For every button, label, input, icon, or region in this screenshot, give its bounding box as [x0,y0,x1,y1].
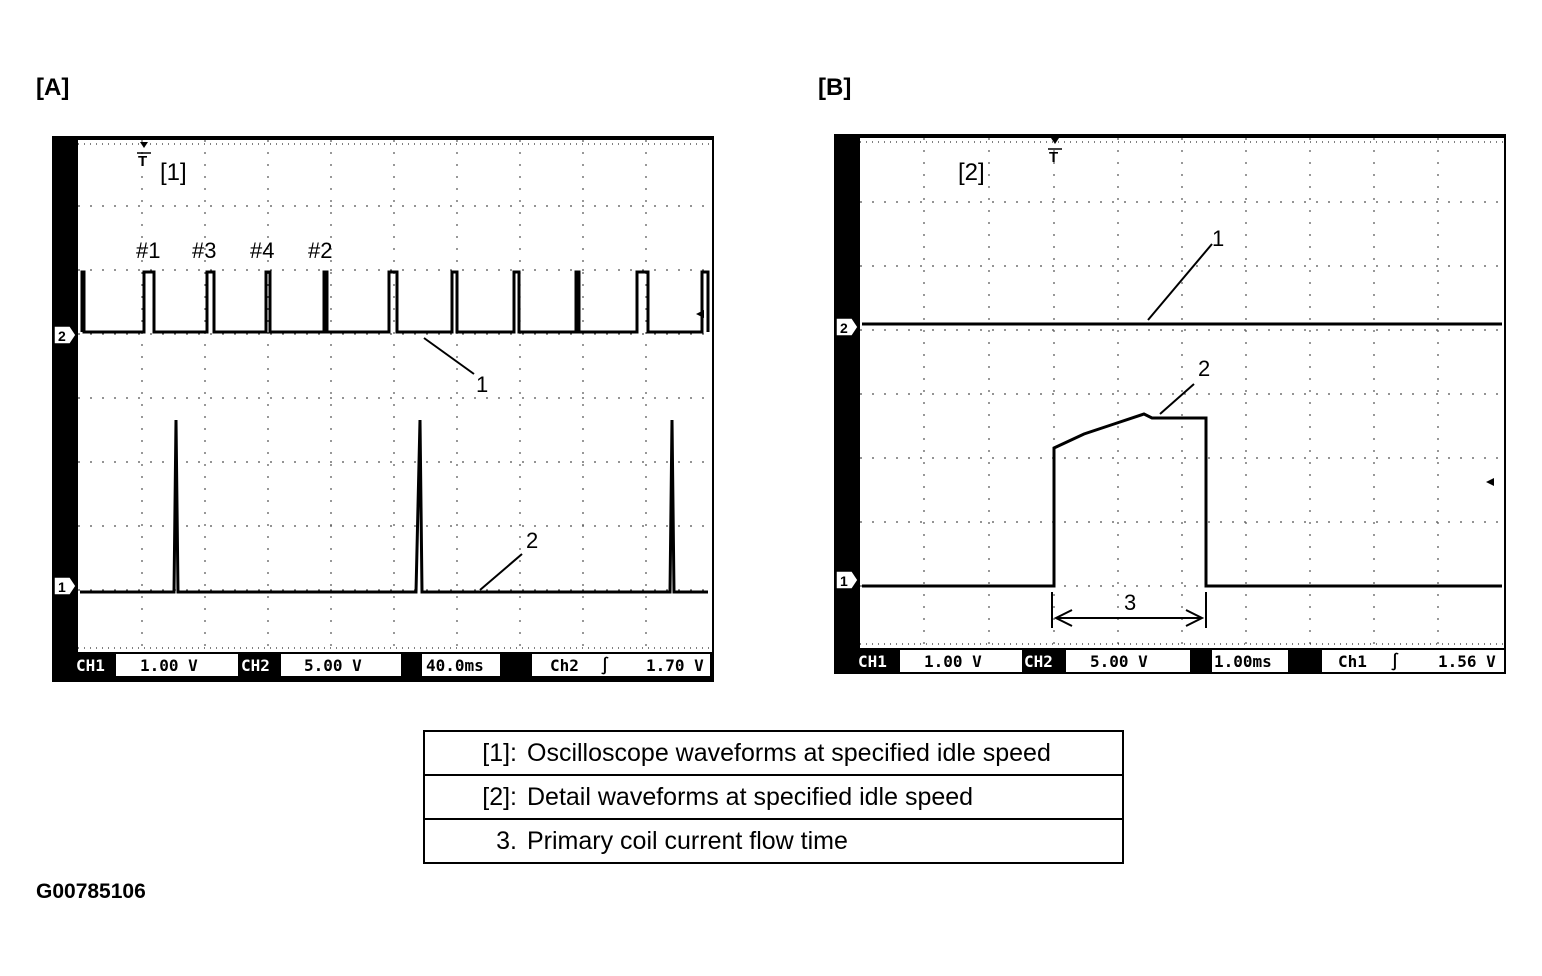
callout-leader [1147,243,1213,321]
legend-row: [1]: Oscilloscope waveforms at specified… [425,732,1122,776]
level-marker-icon [1486,478,1494,486]
ch1-value: 1.00 V [924,652,982,671]
timebase: 1.00ms [1214,652,1272,671]
ch1-label: CH1 [76,656,105,675]
trigger-slope-icon: ∫ [600,656,610,675]
timebase: 40.0ms [426,656,484,675]
scope-a-tag: [1] [160,159,187,186]
ch1-label: CH1 [858,652,887,671]
oscilloscope-a: T [1] #1 #3 #4 #2 1 2 2 1 CH1 1.00 V CH2… [52,136,714,682]
channel-marker-2: 2 [835,317,859,337]
trigger-source: Ch1 [1338,652,1367,671]
trace-callout-2: 2 [1198,356,1210,381]
callout-leader [479,553,523,591]
level-marker-icon [696,310,704,318]
trace-ch1 [862,412,1502,588]
ch2-label: CH2 [241,656,270,675]
svg-text:1: 1 [58,579,66,595]
ch2-value: 5.00 V [1090,652,1148,671]
dimension-arrow [1051,592,1207,628]
scope-a-screen [78,140,712,652]
svg-text:T: T [1049,149,1058,166]
channel-marker-1: 1 [835,570,859,590]
dimension-label: 3 [1124,590,1136,615]
trigger-icon: T [1048,138,1062,166]
trigger-source: Ch2 [550,656,579,675]
trace-callout-2: 2 [526,528,538,553]
legend-key: [2]: [482,782,517,811]
svg-text:2: 2 [58,328,66,344]
scope-a-border-ticks [78,143,712,649]
cylinder-label: #3 [192,238,216,263]
trace-callout-1: 1 [1212,226,1224,251]
trace-ch1 [80,419,708,594]
trigger-slope-icon: ∫ [1390,652,1400,671]
ch1-value: 1.00 V [140,656,198,675]
legend-key: 3. [496,826,517,855]
svg-text:T: T [138,153,147,170]
scope-b-grid [860,138,1504,648]
callout-leader [1159,383,1195,415]
trace-ch2 [80,270,710,334]
trigger-level: 1.70 V [646,656,704,675]
figure-id: G00785106 [36,880,146,903]
legend-row: [2]: Detail waveforms at specified idle … [425,776,1122,820]
legend-text: Oscilloscope waveforms at specified idle… [527,738,1051,767]
cylinder-label: #2 [308,238,332,263]
channel-marker-1: 1 [53,576,77,596]
channel-marker-2: 2 [53,325,77,345]
scope-a-status-bar: CH1 1.00 V CH2 5.00 V 40.0ms Ch2 ∫ 1.70 … [76,654,710,676]
cylinder-label: #1 [136,238,160,263]
scope-a-grid [78,140,712,652]
svg-text:1: 1 [840,573,848,589]
trace-callout-1: 1 [476,372,488,397]
legend-text: Detail waveforms at specified idle speed [527,782,974,811]
ch2-label: CH2 [1024,652,1053,671]
legend-table: [1]: Oscilloscope waveforms at specified… [423,730,1124,864]
scope-b-status-bar: CH1 1.00 V CH2 5.00 V 1.00ms Ch1 ∫ 1.56 … [858,650,1504,672]
callout-leader [423,337,475,375]
svg-text:2: 2 [840,320,848,336]
legend-row: 3. Primary coil current flow time [425,820,1122,862]
oscilloscope-b: T [2] 1 2 3 2 1 CH1 1.00 V CH2 5.00 V 1.… [834,134,1506,674]
legend-key: [1]: [482,738,517,767]
ch2-value: 5.00 V [304,656,362,675]
trigger-icon: T [137,142,151,170]
scope-b-tag: [2] [958,159,985,186]
panel-b-label: [B] [818,74,852,101]
panel-a-label: [A] [36,74,70,101]
trigger-level: 1.56 V [1438,652,1496,671]
legend-text: Primary coil current flow time [527,826,848,855]
cylinder-label: #4 [250,238,274,263]
